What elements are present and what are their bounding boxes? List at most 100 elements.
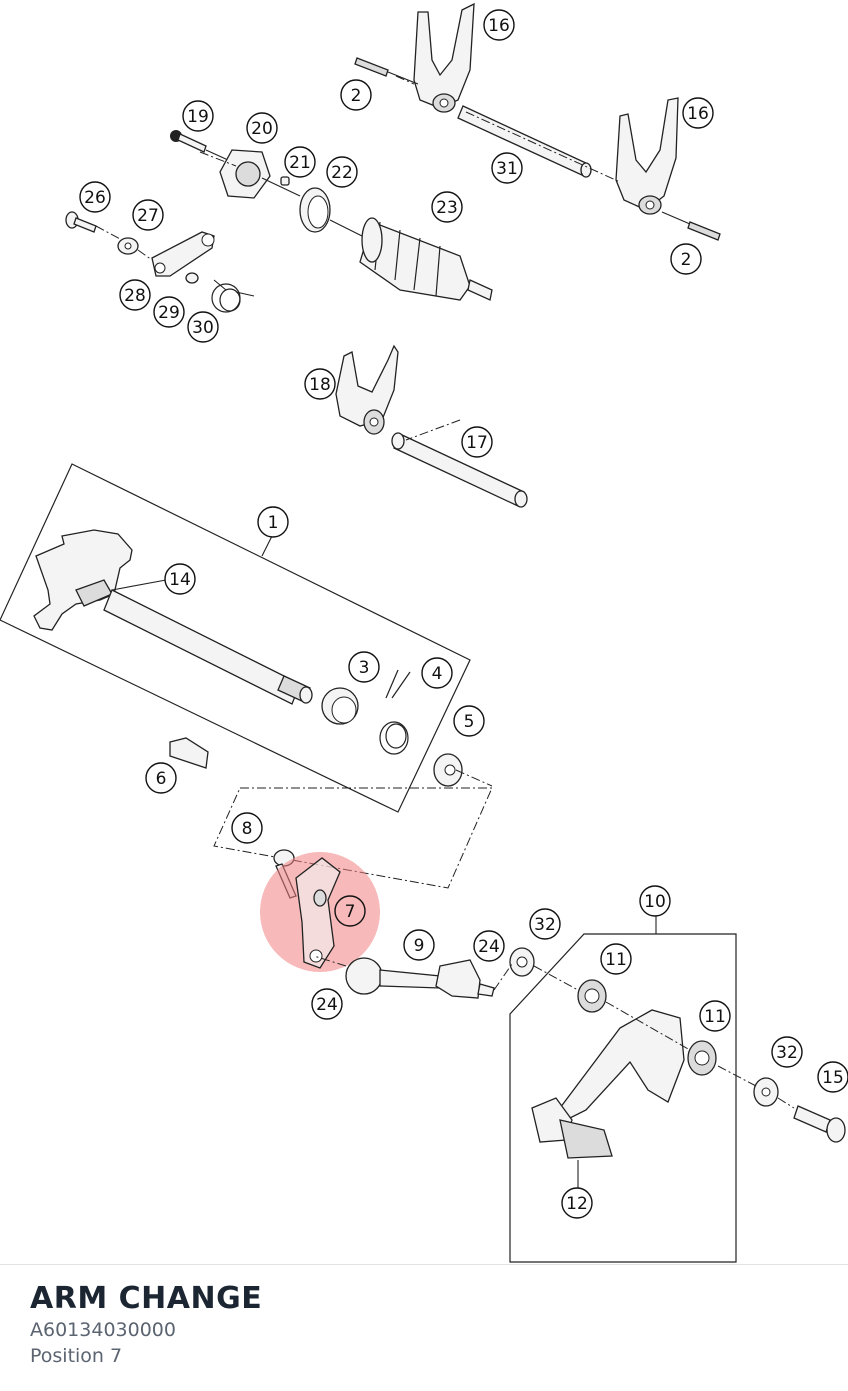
svg-text:20: 20 <box>251 119 273 139</box>
callout-6[interactable]: 6 <box>145 762 177 794</box>
callout-3[interactable]: 3 <box>348 651 380 683</box>
callout-15[interactable]: 15 <box>817 1061 848 1093</box>
callout-32-right[interactable]: 32 <box>771 1036 803 1068</box>
washer-29[interactable] <box>185 272 199 284</box>
svg-text:5: 5 <box>464 712 475 732</box>
shift-lever-12[interactable] <box>531 1009 685 1190</box>
svg-text:7: 7 <box>345 902 356 922</box>
exploded-parts-diagram: 16 2 16 31 2 19 20 21 22 23 26 27 <box>0 2 848 1263</box>
svg-text:10: 10 <box>644 892 666 912</box>
svg-text:24: 24 <box>316 995 338 1015</box>
washer-5[interactable] <box>433 753 463 787</box>
locking-lever-28[interactable] <box>151 231 215 277</box>
spring-30[interactable] <box>211 279 255 313</box>
svg-text:2: 2 <box>681 250 692 270</box>
callout-17[interactable]: 17 <box>461 426 493 458</box>
callout-32-left[interactable]: 32 <box>529 908 561 940</box>
pin-6[interactable] <box>169 737 209 769</box>
pin-21[interactable] <box>280 176 290 186</box>
shift-rail-31[interactable] <box>457 105 592 178</box>
shift-drum-23[interactable] <box>359 217 493 301</box>
spring-upper-left[interactable] <box>354 57 419 85</box>
svg-text:19: 19 <box>187 107 209 127</box>
callout-16-top[interactable]: 16 <box>483 9 515 41</box>
callout-20[interactable]: 20 <box>246 112 278 144</box>
shift-fork-right[interactable] <box>615 97 679 215</box>
shift-lever-group-10[interactable] <box>509 916 737 1263</box>
svg-text:11: 11 <box>605 950 627 970</box>
screw-26[interactable] <box>65 211 97 233</box>
svg-text:15: 15 <box>822 1068 844 1088</box>
bearing-11-right[interactable] <box>687 1040 717 1076</box>
svg-text:31: 31 <box>496 159 518 179</box>
svg-text:2: 2 <box>351 86 362 106</box>
bearing-11-left[interactable] <box>577 979 607 1013</box>
callout-9[interactable]: 9 <box>403 929 435 961</box>
svg-text:23: 23 <box>436 198 458 218</box>
svg-text:11: 11 <box>704 1007 726 1027</box>
callout-27[interactable]: 27 <box>132 199 164 231</box>
callout-21[interactable]: 21 <box>284 146 316 178</box>
callout-12[interactable]: 12 <box>561 1187 593 1219</box>
svg-text:17: 17 <box>466 433 488 453</box>
svg-text:26: 26 <box>84 188 106 208</box>
callout-23[interactable]: 23 <box>431 191 463 223</box>
washer-32-left[interactable] <box>509 947 535 977</box>
svg-text:4: 4 <box>432 664 443 684</box>
svg-text:12: 12 <box>566 1194 588 1214</box>
callout-1[interactable]: 1 <box>257 506 289 538</box>
svg-text:16: 16 <box>488 16 510 36</box>
callout-11-upper[interactable]: 11 <box>600 943 632 975</box>
torsion-spring-4[interactable] <box>379 669 411 755</box>
callout-16-right[interactable]: 16 <box>682 97 714 129</box>
callout-26[interactable]: 26 <box>79 181 111 213</box>
callout-31[interactable]: 31 <box>491 152 523 184</box>
callout-4[interactable]: 4 <box>421 657 453 689</box>
callout-24-left[interactable]: 24 <box>311 988 343 1020</box>
svg-text:22: 22 <box>331 163 353 183</box>
callout-19[interactable]: 19 <box>182 100 214 132</box>
shift-fork-upper[interactable] <box>413 2 475 113</box>
shift-drum-locator-20[interactable] <box>219 149 301 199</box>
spring-right[interactable] <box>661 211 721 241</box>
callout-29[interactable]: 29 <box>153 296 185 328</box>
bearing-22[interactable] <box>299 187 363 237</box>
shift-arm-7[interactable] <box>295 857 341 969</box>
shift-shaft-group-1[interactable] <box>0 463 471 813</box>
linkage-rod-9[interactable] <box>345 957 495 999</box>
washer-27[interactable] <box>117 237 139 255</box>
svg-text:32: 32 <box>776 1043 798 1063</box>
part-number: A60134030000 <box>30 1319 176 1341</box>
callout-5[interactable]: 5 <box>453 705 485 737</box>
callout-24-right[interactable]: 24 <box>473 930 505 962</box>
shift-rail-17[interactable] <box>391 432 528 508</box>
callout-11-lower[interactable]: 11 <box>699 1000 731 1032</box>
callout-14[interactable]: 14 <box>164 563 196 595</box>
spring-3[interactable] <box>321 687 359 725</box>
part-info-panel: ARM CHANGE A60134030000 Position 7 <box>0 1264 848 1391</box>
svg-text:9: 9 <box>414 936 425 956</box>
callout-18[interactable]: 18 <box>304 368 336 400</box>
washer-32-right[interactable] <box>753 1077 779 1107</box>
callout-22[interactable]: 22 <box>326 156 358 188</box>
svg-text:3: 3 <box>359 658 370 678</box>
callout-30[interactable]: 30 <box>187 311 219 343</box>
svg-text:8: 8 <box>242 819 253 839</box>
part-position: Position 7 <box>30 1345 123 1367</box>
svg-text:30: 30 <box>192 318 214 338</box>
callout-7[interactable]: 7 <box>334 895 366 927</box>
svg-text:27: 27 <box>137 206 159 226</box>
callout-8[interactable]: 8 <box>231 812 263 844</box>
bolt-19[interactable] <box>170 130 229 161</box>
callout-28[interactable]: 28 <box>119 279 151 311</box>
svg-text:24: 24 <box>478 937 500 957</box>
shift-fork-18[interactable] <box>335 344 399 435</box>
svg-text:6: 6 <box>156 769 167 789</box>
callout-10[interactable]: 10 <box>639 885 671 917</box>
callout-2-right[interactable]: 2 <box>670 243 702 275</box>
callout-2-top[interactable]: 2 <box>340 79 372 111</box>
svg-text:1: 1 <box>268 513 279 533</box>
part-name: ARM CHANGE <box>30 1281 263 1316</box>
bolt-15[interactable] <box>793 1105 846 1143</box>
svg-text:18: 18 <box>309 375 331 395</box>
